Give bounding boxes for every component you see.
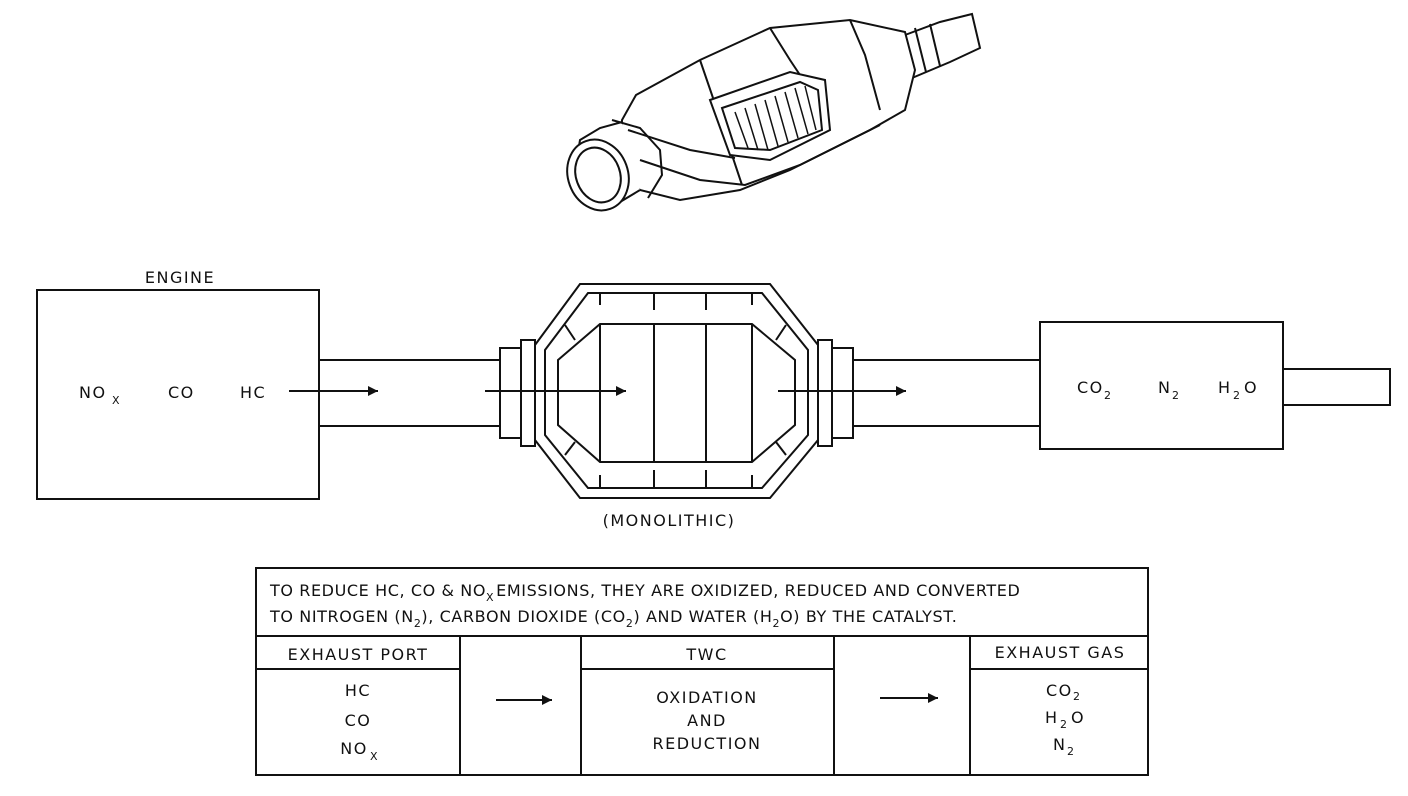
engine-title: ENGINE [145, 268, 215, 287]
exhaust-gas-co2: CO [1046, 681, 1073, 700]
outlet-gas-h2o-o: O [1244, 378, 1258, 397]
summary-note-line2-subscript3: 2 [773, 617, 781, 630]
summary-table [255, 567, 1149, 776]
summary-note-line2-c: ) AND WATER (H [633, 607, 772, 626]
outlet-box [1039, 321, 1284, 450]
exhaust-port-item-co: CO [345, 711, 372, 730]
engine-gas-nox-subscript: X [112, 394, 120, 407]
exhaust-port-item-hc: HC [345, 681, 371, 700]
exhaust-gas-h2o-h: H [1045, 708, 1059, 727]
converter-cross-section [499, 283, 854, 499]
exhaust-port-header: EXHAUST PORT [288, 645, 429, 664]
engine-box [36, 289, 320, 500]
summary-note-line2: TO NITROGEN (N2), CARBON DIOXIDE (CO2) A… [269, 607, 957, 630]
outlet-gas-h2o-subscript: 2 [1233, 389, 1240, 402]
exhaust-gas-n2-subscript: 2 [1067, 745, 1074, 758]
summary-note-line2-subscript2: 2 [626, 617, 634, 630]
summary-note-line2-b: ), CARBON DIOXIDE (CO [421, 607, 625, 626]
engine-gas-hc: HC [240, 383, 266, 402]
exhaust-gas-h2o-subscript: 2 [1060, 718, 1067, 731]
outlet-gas-n2-subscript: 2 [1172, 389, 1179, 402]
outlet-gas-h2o-h: H [1218, 378, 1232, 397]
summary-note-line1-subscript: X [486, 591, 494, 604]
outlet-pipe [853, 359, 1040, 427]
exhaust-gas-co2-subscript: 2 [1073, 690, 1080, 703]
exhaust-gas-h2o-o: O [1071, 708, 1085, 727]
exhaust-port-nox-subscript: X [370, 750, 378, 763]
exhaust-gas-n2: N [1053, 735, 1066, 754]
exhaust-gas-header: EXHAUST GAS [995, 643, 1126, 662]
summary-note-line2-a: TO NITROGEN (N [269, 607, 414, 626]
converter-illustration [566, 12, 982, 212]
inlet-pipe [319, 359, 500, 427]
summary-note-line2-d: O) BY THE CATALYST. [780, 607, 957, 626]
outlet-gas-co2-subscript: 2 [1104, 389, 1111, 402]
twc-header: TWC [685, 645, 727, 664]
summary-note-line1-b: EMISSIONS, THEY ARE OXIDIZED, REDUCED AN… [496, 581, 1020, 600]
outlet-gas-co2: CO [1077, 378, 1104, 397]
engine-gas-co: CO [168, 383, 195, 402]
twc-item-oxidation: OXIDATION [656, 688, 758, 707]
converter-caption: (MONOLITHIC) [603, 511, 736, 530]
twc-item-and: AND [687, 711, 727, 730]
summary-note-line2-subscript1: 2 [414, 617, 422, 630]
summary-note-line1-a: TO REDUCE HC, CO & NO [269, 581, 486, 600]
outlet-gas-n2: N [1158, 378, 1171, 397]
twc-item-reduction: REDUCTION [653, 734, 762, 753]
tailpipe [1282, 368, 1391, 406]
engine-gas-nox: NO [79, 383, 107, 402]
exhaust-port-item-nox: NO [340, 739, 368, 758]
